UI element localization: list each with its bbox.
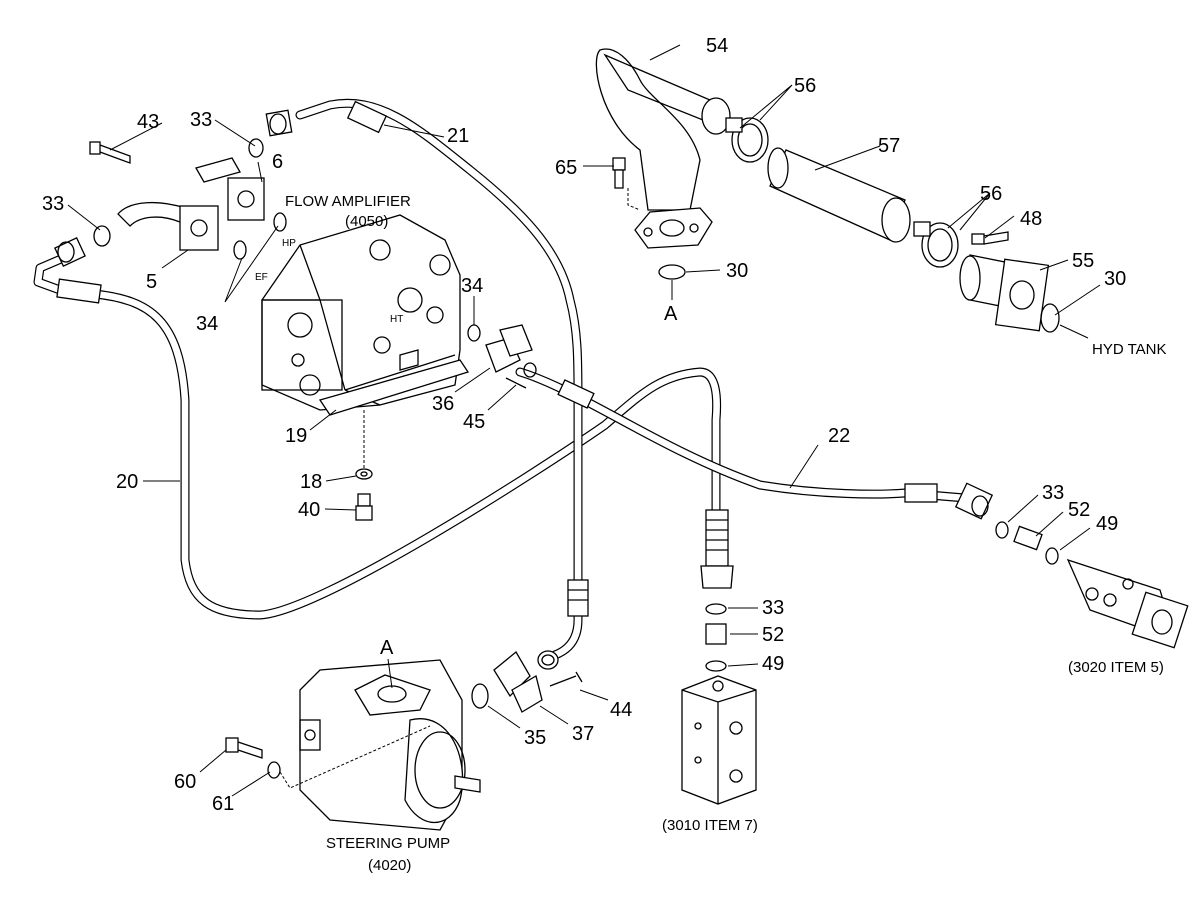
hose-clamp-56a — [725, 117, 769, 163]
hose-fittings — [54, 109, 994, 670]
callout-57: 57 — [878, 135, 900, 157]
callout-56-top: 56 — [794, 75, 816, 97]
callout-33-left: 33 — [42, 193, 64, 215]
hose-22 — [515, 367, 970, 503]
flange-6 — [195, 157, 265, 221]
callout-19: 19 — [285, 425, 307, 447]
caption-item-3020: (3020 ITEM 5) — [1068, 659, 1164, 676]
callout-49-right: 49 — [1096, 513, 1118, 535]
callout-18: 18 — [300, 471, 322, 493]
o-rings-upper — [93, 138, 481, 342]
valve-3010 — [681, 675, 757, 805]
suction-tube-54 — [595, 48, 731, 249]
port-mark-ht: HT — [390, 314, 403, 325]
caption-steering-pump-ref: (4020) — [368, 857, 411, 874]
callout-6: 6 — [272, 151, 283, 173]
callouts: 43 33 6 33 5 34 21 54 56 57 65 30 A 56 4… — [42, 35, 1126, 815]
o-ring-30 — [658, 264, 1060, 333]
caption-item-3010: (3010 ITEM 7) — [662, 817, 758, 834]
callout-A-pump: A — [380, 637, 394, 659]
leader-lines — [67, 44, 1101, 797]
callout-30-right: 30 — [1104, 268, 1126, 290]
callout-45: 45 — [463, 411, 485, 433]
caption-steering-pump: STEERING PUMP — [326, 835, 450, 852]
callout-55: 55 — [1072, 250, 1094, 272]
callout-21: 21 — [447, 125, 469, 147]
adapter-52-upper — [995, 521, 1059, 565]
bolt-43 — [89, 141, 131, 164]
mounting-bracket — [318, 359, 470, 416]
caption-flow-amplifier: FLOW AMPLIFIER — [285, 193, 411, 210]
hose-20 — [33, 251, 734, 620]
callout-52-lower: 52 — [762, 624, 784, 646]
callout-56-right: 56 — [980, 183, 1002, 205]
callout-20: 20 — [116, 471, 138, 493]
caption-flow-amplifier-ref: (4050) — [345, 213, 388, 230]
callout-65: 65 — [555, 157, 577, 179]
callout-33-lower: 33 — [762, 597, 784, 619]
callout-54: 54 — [706, 35, 728, 57]
split-flange-36 — [485, 324, 537, 389]
callout-35: 35 — [524, 727, 546, 749]
tank-flange-55 — [959, 254, 1050, 332]
bolt-65 — [612, 157, 626, 189]
callout-A-top: A — [664, 303, 678, 325]
callout-52-right: 52 — [1068, 499, 1090, 521]
callout-60: 60 — [174, 771, 196, 793]
hose-57 — [767, 147, 911, 243]
callout-36: 36 — [432, 393, 454, 415]
valve-3020 — [1066, 558, 1189, 649]
callout-22: 22 — [828, 425, 850, 447]
callout-43: 43 — [137, 111, 159, 133]
callout-49-lower: 49 — [762, 653, 784, 675]
washer-61 — [267, 761, 281, 779]
callout-61: 61 — [212, 793, 234, 815]
callout-48: 48 — [1020, 208, 1042, 230]
callout-34-right: 34 — [461, 275, 483, 297]
bolt-48 — [971, 231, 1009, 245]
steering-pump — [299, 659, 481, 831]
hose-clamp-56b — [913, 221, 959, 268]
callout-5: 5 — [146, 271, 157, 293]
port-mark-ef: EF — [255, 272, 268, 283]
flange-5 — [117, 201, 219, 251]
hose-21 — [295, 98, 589, 660]
captions: FLOW AMPLIFIER (4050) HYD TANK STEERING … — [285, 193, 1166, 874]
port-mark-hp: HP — [282, 238, 296, 249]
callout-37: 37 — [572, 723, 594, 745]
bolt-18-40 — [355, 468, 373, 521]
callout-34-left: 34 — [196, 313, 218, 335]
adapter-52-lower — [705, 603, 727, 672]
callout-33-right: 33 — [1042, 482, 1064, 504]
flow-amplifier: HP EF HT — [255, 214, 470, 416]
callout-40: 40 — [298, 499, 320, 521]
callout-33-top: 33 — [190, 109, 212, 131]
split-flange-37 — [471, 651, 583, 713]
callout-44: 44 — [610, 699, 632, 721]
caption-hyd-tank: HYD TANK — [1092, 341, 1166, 358]
callout-30-mid: 30 — [726, 260, 748, 282]
bolt-60 — [225, 737, 263, 759]
